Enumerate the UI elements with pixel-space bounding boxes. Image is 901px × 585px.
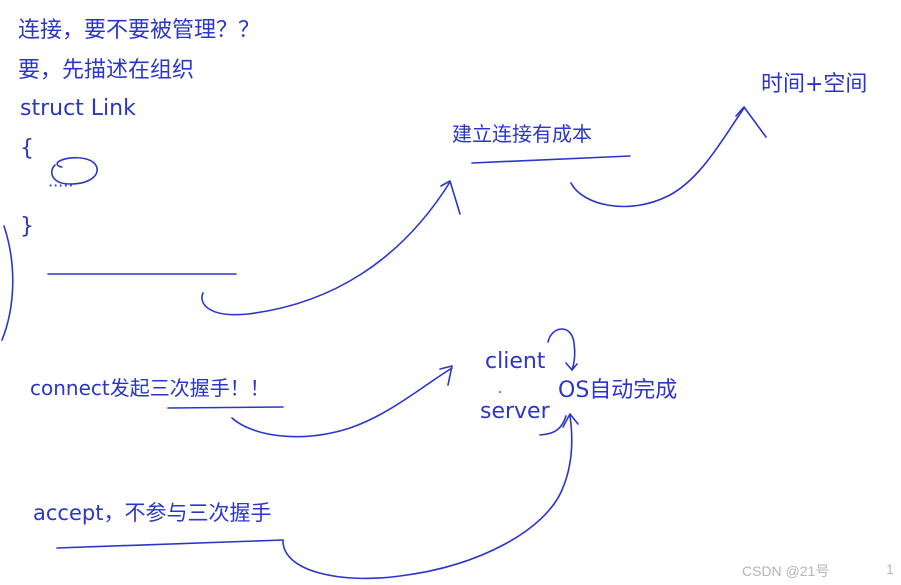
- connect-to-client-arrow: [231, 367, 453, 438]
- cost-underline: [471, 155, 631, 164]
- cost-result: 时间+空间: [761, 72, 868, 97]
- accept-underline: [56, 539, 284, 549]
- client-loop-arrowhead: [565, 362, 578, 371]
- accept-to-os-arrow: [282, 415, 573, 580]
- client-loop-arrow: [547, 328, 576, 371]
- accept-label: accept，不参与三次握手: [33, 501, 272, 525]
- cost-label: 建立连接有成本: [452, 122, 592, 146]
- page-number: 1: [886, 561, 894, 577]
- cost-to-result-arrowhead: [735, 106, 767, 138]
- member-scribble: [51, 156, 98, 185]
- csdn-watermark: CSDN @21号: [742, 563, 830, 579]
- cost-to-result-arrow: [570, 107, 745, 208]
- accept-to-os-arrowhead: [562, 413, 579, 428]
- server-hook: [539, 415, 567, 436]
- connect-to-client-arrowhead: [439, 365, 453, 386]
- left-bracket-arc: [1, 225, 14, 341]
- struct-to-cost-arrow: [201, 181, 451, 316]
- note-line-1: 连接，要不要被管理？？: [18, 18, 261, 43]
- member-ellipsis: ·····: [48, 176, 74, 195]
- note-line-2: 要，先描述在组织: [18, 58, 195, 83]
- client-label: client: [485, 349, 546, 374]
- struct-to-cost-arrowhead: [440, 180, 461, 215]
- brace-open: {: [20, 136, 34, 161]
- struct-declaration: struct Link: [20, 96, 136, 121]
- connect-label: connect发起三次握手！！: [30, 376, 270, 400]
- connect-underline: [167, 406, 284, 409]
- brace-close: }: [20, 214, 34, 239]
- server-label: server: [480, 399, 550, 424]
- os-auto-label: OS自动完成: [558, 378, 678, 403]
